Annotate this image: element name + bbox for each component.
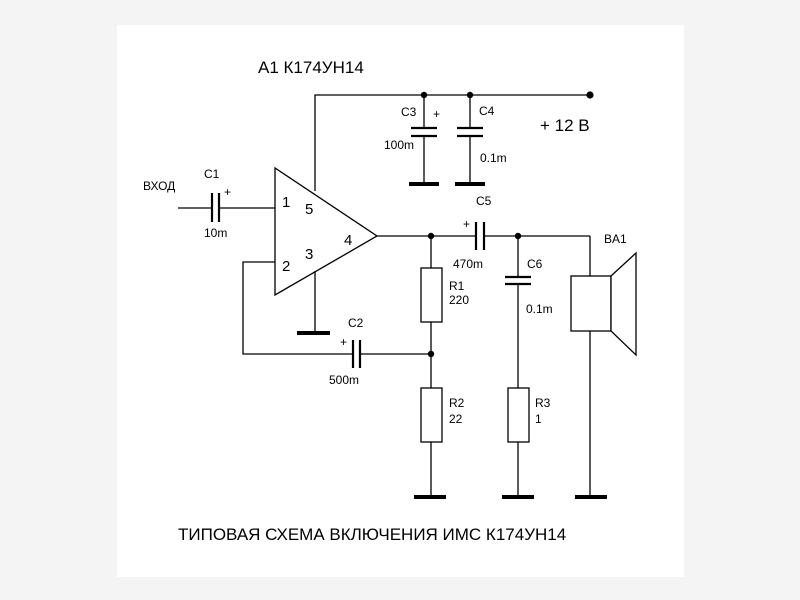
pin-4-label: 4 xyxy=(344,232,352,249)
pin-2-label: 2 xyxy=(282,258,290,275)
c4-name: C4 xyxy=(479,104,495,118)
c3-name: C3 xyxy=(401,105,417,119)
feedback-loop xyxy=(242,261,435,368)
c5-name: C5 xyxy=(476,194,492,208)
c2-polarity: + xyxy=(340,335,347,349)
r1-name: R1 xyxy=(449,279,465,293)
r2-name: R2 xyxy=(449,396,465,410)
r2-value: 22 xyxy=(449,412,463,426)
pin-3-label: 3 xyxy=(305,246,313,263)
c1-polarity: + xyxy=(224,185,231,199)
c6-name: C6 xyxy=(527,257,543,271)
c3-polarity: + xyxy=(433,107,440,121)
speaker-name: BA1 xyxy=(604,232,627,246)
c5-value: 470m xyxy=(453,257,483,271)
resistor-r2 xyxy=(414,387,446,499)
c1-name: C1 xyxy=(204,167,220,181)
supply-rail xyxy=(314,91,594,191)
capacitor-c6 xyxy=(505,236,531,388)
diagram-title: А1 К174УН14 xyxy=(258,58,364,77)
r3-name: R3 xyxy=(535,396,551,410)
r1-value: 220 xyxy=(449,293,469,307)
c4-value: 0.1m xyxy=(480,151,507,165)
c3-value: 100m xyxy=(384,138,414,152)
capacitor-c3 xyxy=(409,95,439,186)
amplifier-ic xyxy=(274,166,379,297)
c1-value: 10m xyxy=(204,226,227,240)
ic-ground xyxy=(297,271,330,335)
capacitor-c5 xyxy=(474,222,590,250)
c2-value: 500m xyxy=(329,373,359,387)
pin-1-label: 1 xyxy=(282,194,290,211)
diagram-caption: ТИПОВАЯ СХЕМА ВКЛЮЧЕНИЯ ИМС К174УН14 xyxy=(178,525,566,544)
speaker-ba1 xyxy=(570,236,637,499)
capacitor-c1 xyxy=(178,193,275,222)
input-label: ВХОД xyxy=(143,179,175,193)
capacitor-c4 xyxy=(455,95,485,186)
output-node xyxy=(377,232,476,240)
r3-value: 1 xyxy=(535,412,542,426)
resistor-r1 xyxy=(420,236,443,388)
c2-name: C2 xyxy=(348,316,364,330)
resistor-r3 xyxy=(502,387,534,499)
c6-value: 0.1m xyxy=(526,302,553,316)
c5-polarity: + xyxy=(463,217,470,231)
supply-voltage-label: + 12 В xyxy=(540,116,590,135)
pin-5-label: 5 xyxy=(305,201,313,218)
